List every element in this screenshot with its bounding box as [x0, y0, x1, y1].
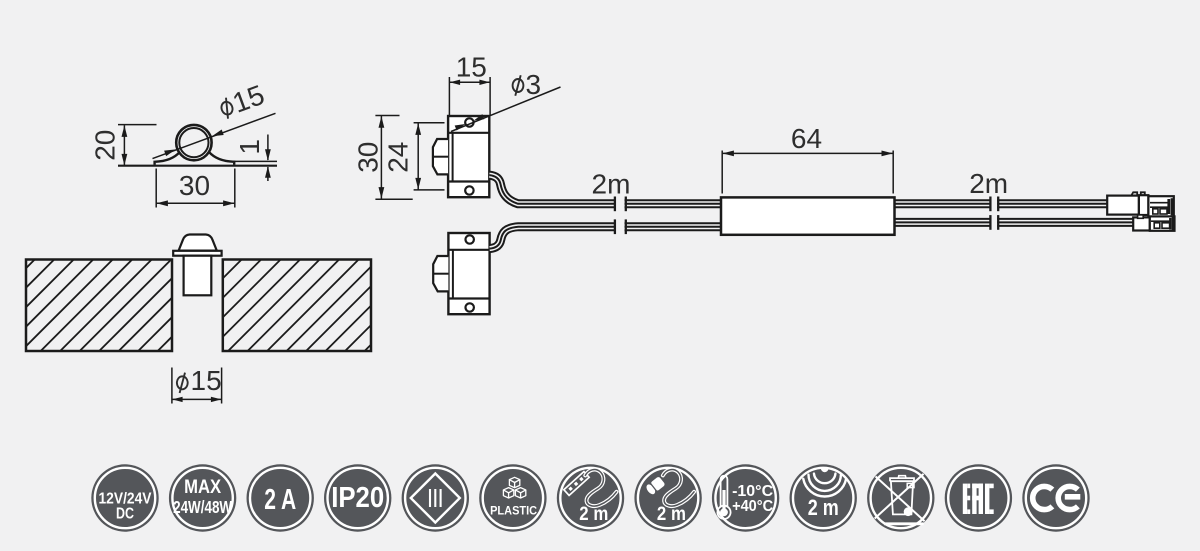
svg-text:2 m: 2 m — [579, 504, 608, 525]
svg-text:IP20: IP20 — [331, 482, 384, 514]
svg-text:2 m: 2 m — [657, 504, 686, 525]
svg-text:20: 20 — [90, 130, 121, 161]
svg-text:24: 24 — [383, 142, 414, 173]
svg-text:15: 15 — [191, 365, 222, 396]
svg-text:24W/48W: 24W/48W — [173, 497, 232, 517]
svg-text:30: 30 — [353, 142, 384, 173]
svg-text:15: 15 — [456, 52, 487, 83]
svg-text:2m: 2m — [969, 168, 1008, 199]
svg-text:2 A: 2 A — [264, 484, 296, 516]
svg-text:12V/24V: 12V/24V — [99, 490, 152, 507]
svg-text:-10°C: -10°C — [732, 483, 773, 500]
svg-text:2m: 2m — [592, 169, 631, 200]
svg-text:15: 15 — [229, 79, 269, 119]
svg-text:+40°C: +40°C — [732, 498, 773, 515]
svg-text:3: 3 — [526, 69, 542, 100]
svg-text:2 m: 2 m — [808, 495, 839, 520]
svg-text:1: 1 — [234, 139, 265, 155]
svg-text:DC: DC — [116, 506, 134, 523]
svg-text:64: 64 — [791, 123, 822, 154]
svg-text:MAX: MAX — [184, 477, 221, 498]
svg-text:PLASTIC: PLASTIC — [490, 506, 537, 518]
svg-text:30: 30 — [179, 170, 210, 201]
